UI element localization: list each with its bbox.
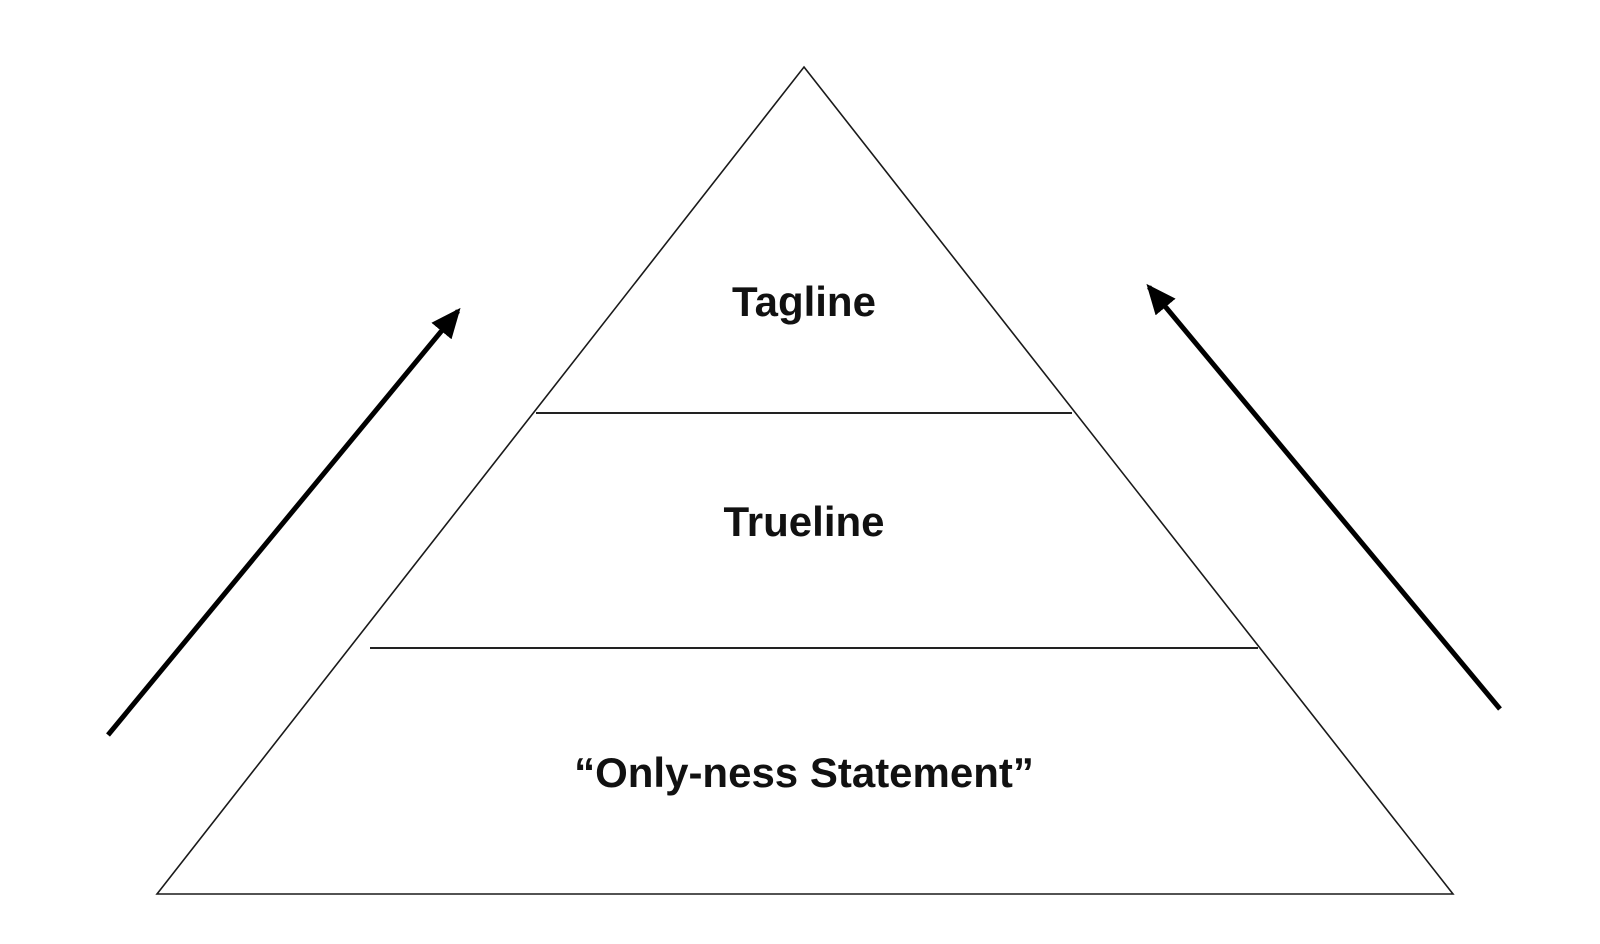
level-label-trueline: Trueline	[723, 498, 884, 545]
level-label-tagline: Tagline	[732, 278, 876, 325]
right-up-arrow	[1146, 283, 1502, 711]
level-label-onlyness: “Only-ness Statement”	[574, 749, 1034, 796]
left-up-arrow	[106, 307, 461, 737]
pyramid-outline	[155, 65, 1455, 895]
